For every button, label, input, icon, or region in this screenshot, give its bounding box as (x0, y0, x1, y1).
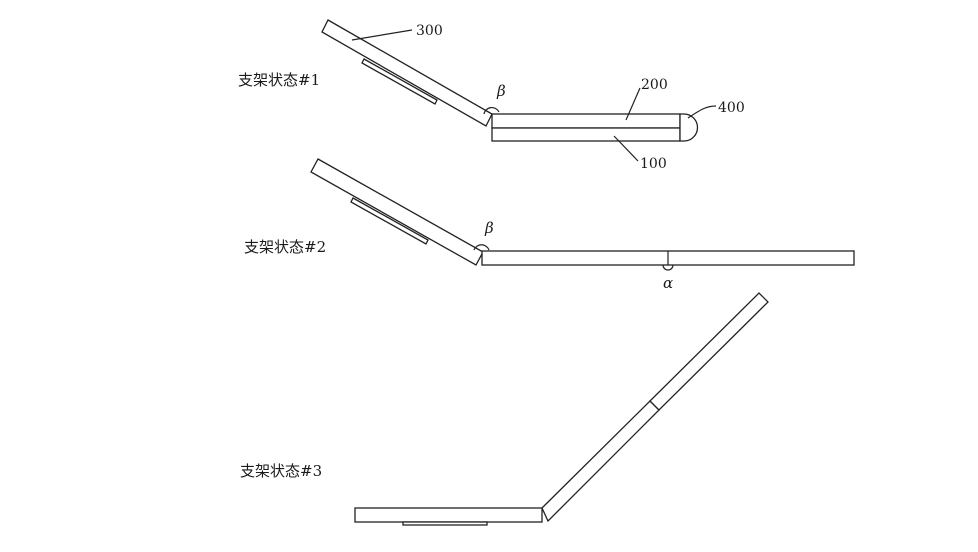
state-3-base (354, 507, 543, 523)
state-1-upper-layer (491, 113, 681, 129)
leader-200 (625, 87, 641, 121)
state-1-tilted-panel (321, 19, 493, 127)
state-1-group: 支架状态#1 β 300 200 400 100 (238, 19, 745, 172)
state-2-alpha-arc (662, 264, 674, 271)
state-2-group: 支架状态#2 β α (244, 158, 855, 292)
state-2-beta-label: β (484, 219, 494, 237)
state-2-tilted-strip (350, 197, 429, 245)
state-1-label: 支架状态#1 (238, 71, 320, 89)
ref-300: 300 (416, 23, 443, 39)
state-3-raised-upper (649, 292, 769, 411)
leader-100 (613, 135, 639, 162)
ref-400: 400 (718, 100, 745, 116)
state-3-group: 支架状态#3 (240, 292, 769, 526)
state-1-tilted-strip (361, 58, 438, 105)
state-1-beta-label: β (496, 82, 506, 100)
ref-200: 200 (641, 77, 668, 93)
state-1-beta-arc (483, 106, 500, 115)
state-2-label: 支架状态#2 (244, 238, 326, 256)
leader-300 (351, 29, 413, 41)
state-3-raised-lower (541, 400, 660, 523)
state-2-alpha-label: α (663, 274, 673, 292)
state-3-label: 支架状态#3 (240, 462, 322, 480)
state-1-lower-layer (491, 127, 681, 142)
leader-400 (687, 105, 717, 119)
state-2-tilted-panel (310, 158, 484, 266)
ref-100: 100 (640, 156, 667, 172)
state-3-base-strip (402, 521, 488, 526)
state-2-beta-arc (473, 244, 490, 251)
state-1-end-cap (679, 113, 699, 142)
